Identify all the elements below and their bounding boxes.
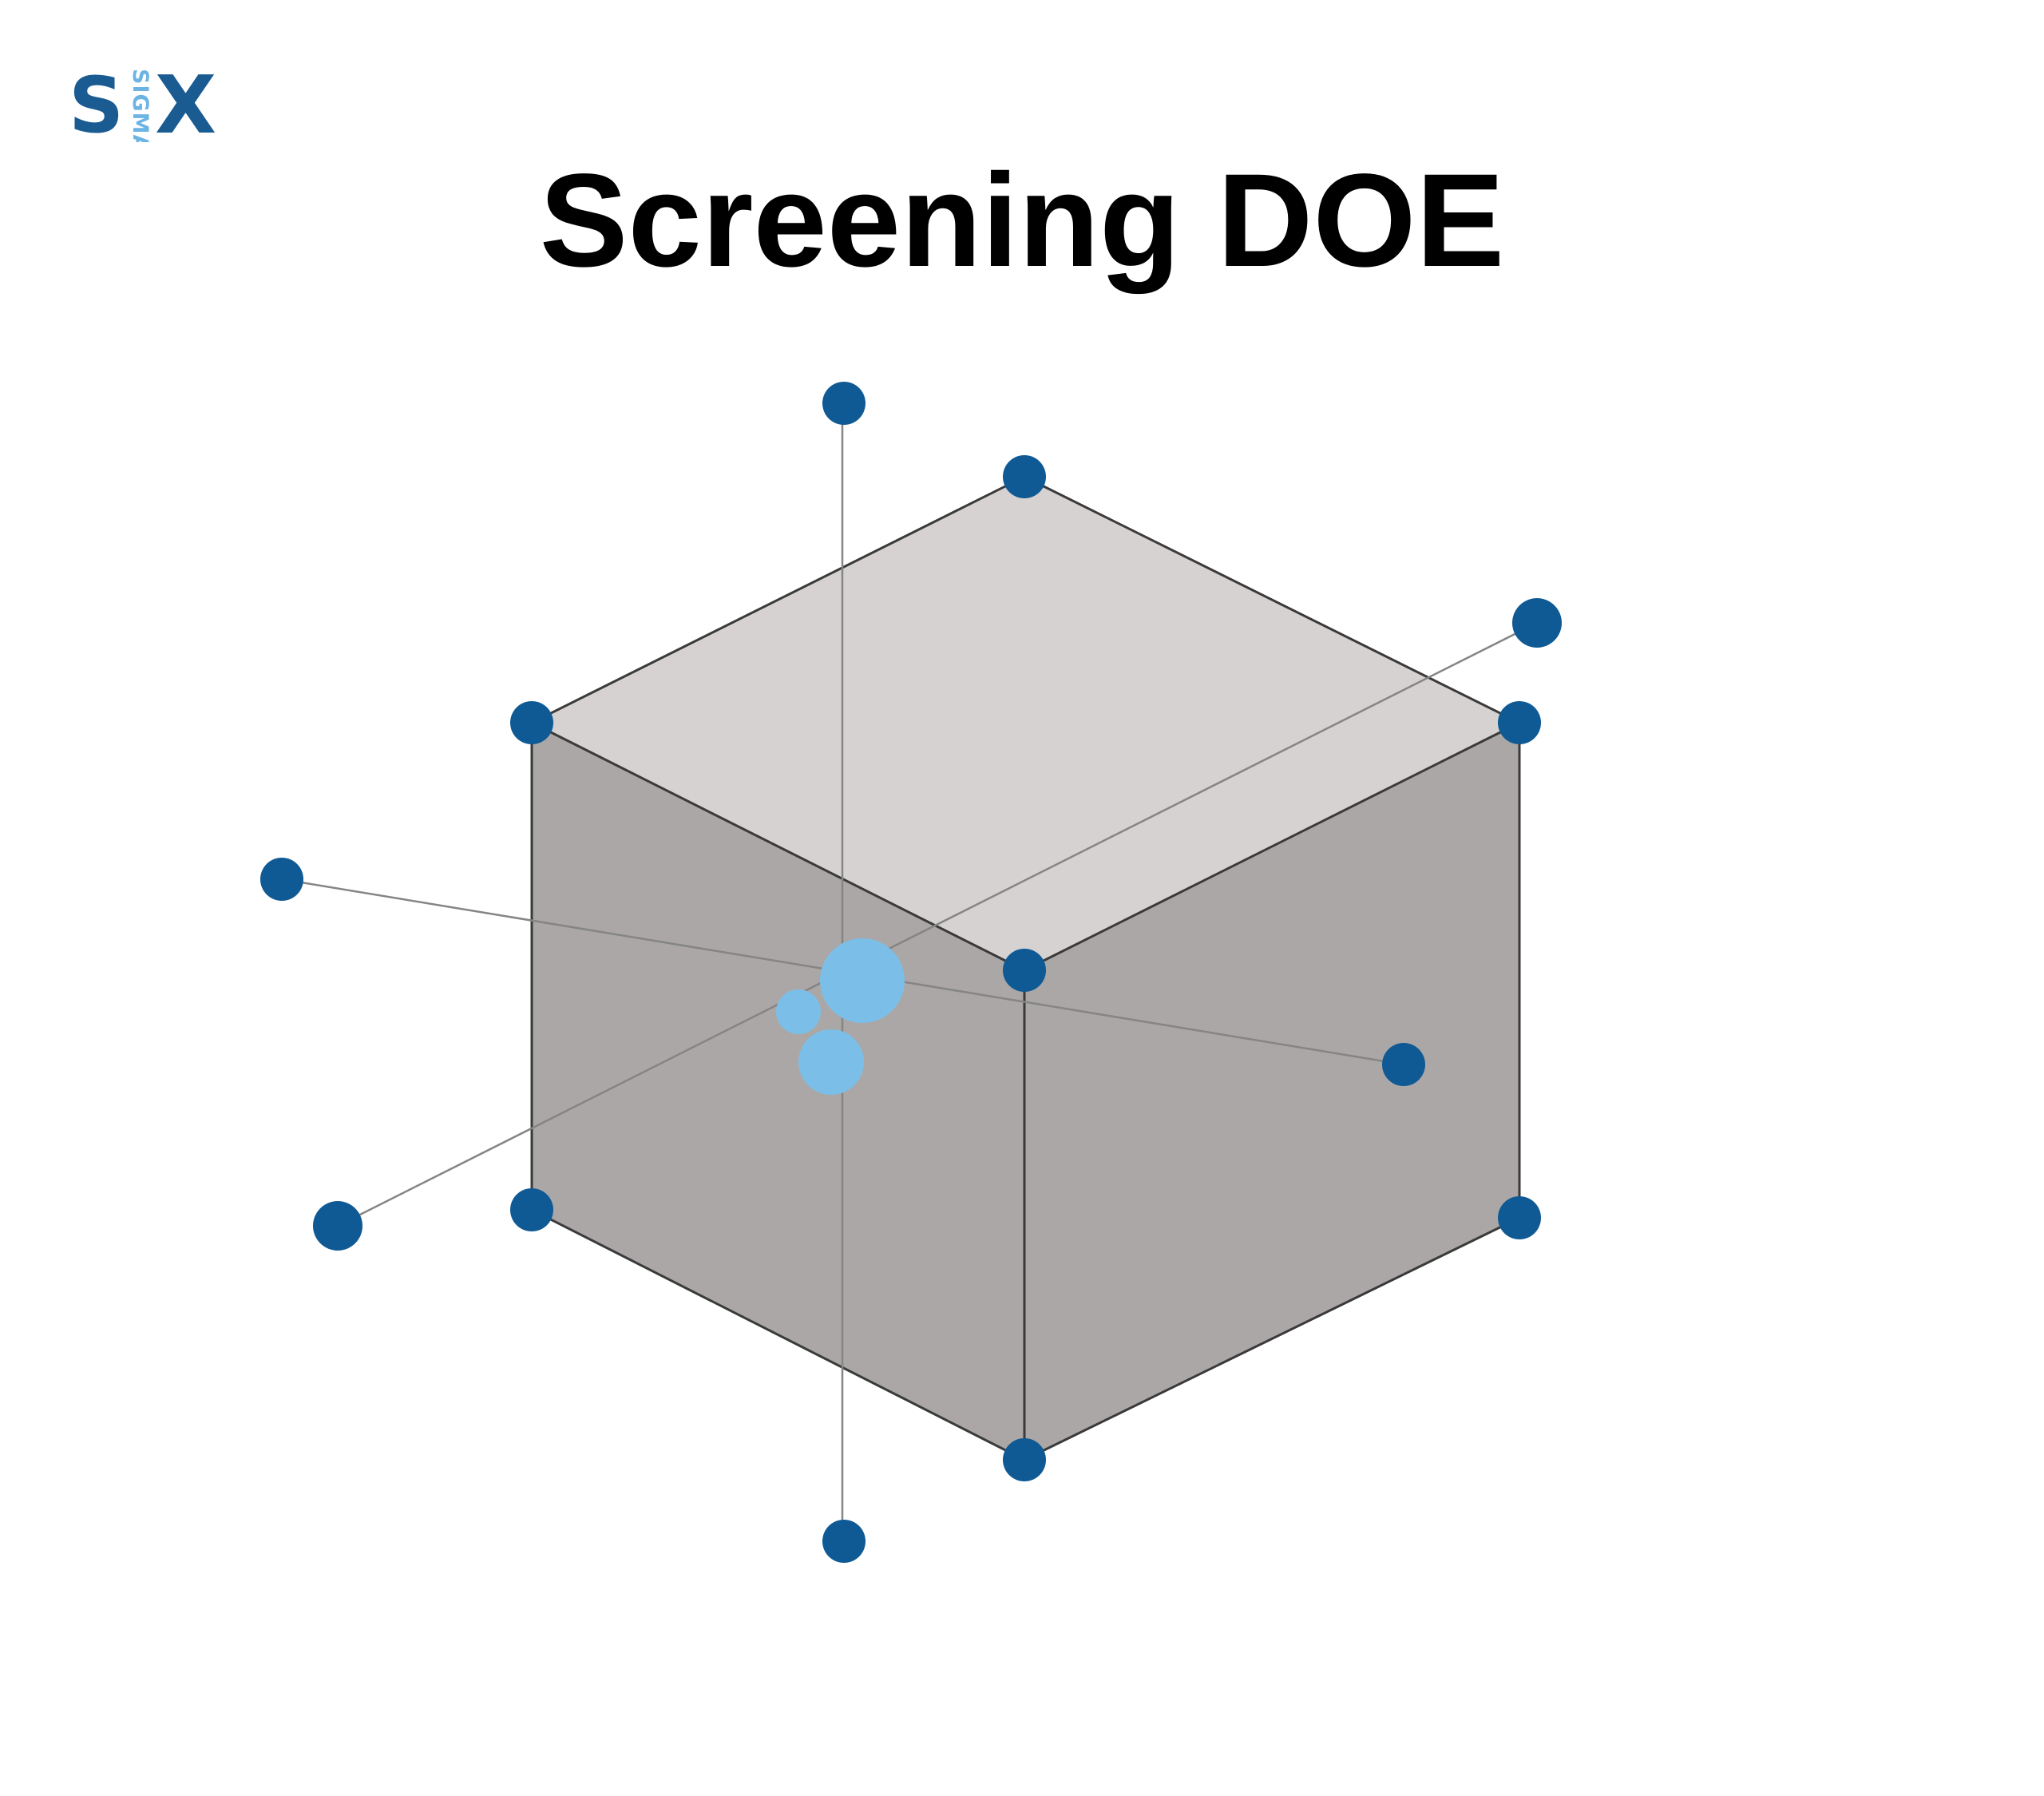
page-title: Screening DOE (539, 147, 1505, 295)
center-point (776, 989, 821, 1034)
axial-point (260, 858, 303, 901)
axial-point (1512, 598, 1562, 648)
corner-points (510, 455, 1541, 1481)
axial-points (260, 382, 1562, 1563)
cube-edges (530, 475, 1521, 1461)
center-point (798, 1029, 864, 1095)
corner-point (1003, 949, 1046, 992)
corner-point (510, 701, 553, 744)
cube-right-face (1024, 723, 1519, 1460)
cube-edge (1024, 1216, 1520, 1461)
axial-point (822, 382, 866, 425)
corner-point (510, 1188, 553, 1231)
axial-point (313, 1201, 362, 1251)
corner-point (1003, 455, 1046, 498)
cube-left-face (532, 723, 1024, 1460)
center-points (776, 938, 905, 1095)
corner-point (1498, 701, 1541, 744)
axial-point (1382, 1043, 1425, 1086)
cube-edge (531, 475, 1025, 724)
sixsigma-logo: S SIGMA X (69, 58, 220, 152)
cube-edge (531, 721, 1025, 972)
cube-edge (531, 1208, 1025, 1461)
logo-letter-s: S (69, 61, 125, 150)
axial-point (822, 1520, 866, 1563)
corner-point (1498, 1196, 1541, 1239)
logo-letter-x: X (155, 58, 217, 152)
corner-point (1003, 1438, 1046, 1481)
cube-edge (1024, 721, 1520, 972)
diagonal-axis (337, 621, 1538, 1227)
cube-edge (1024, 475, 1520, 724)
center-point (820, 938, 905, 1023)
